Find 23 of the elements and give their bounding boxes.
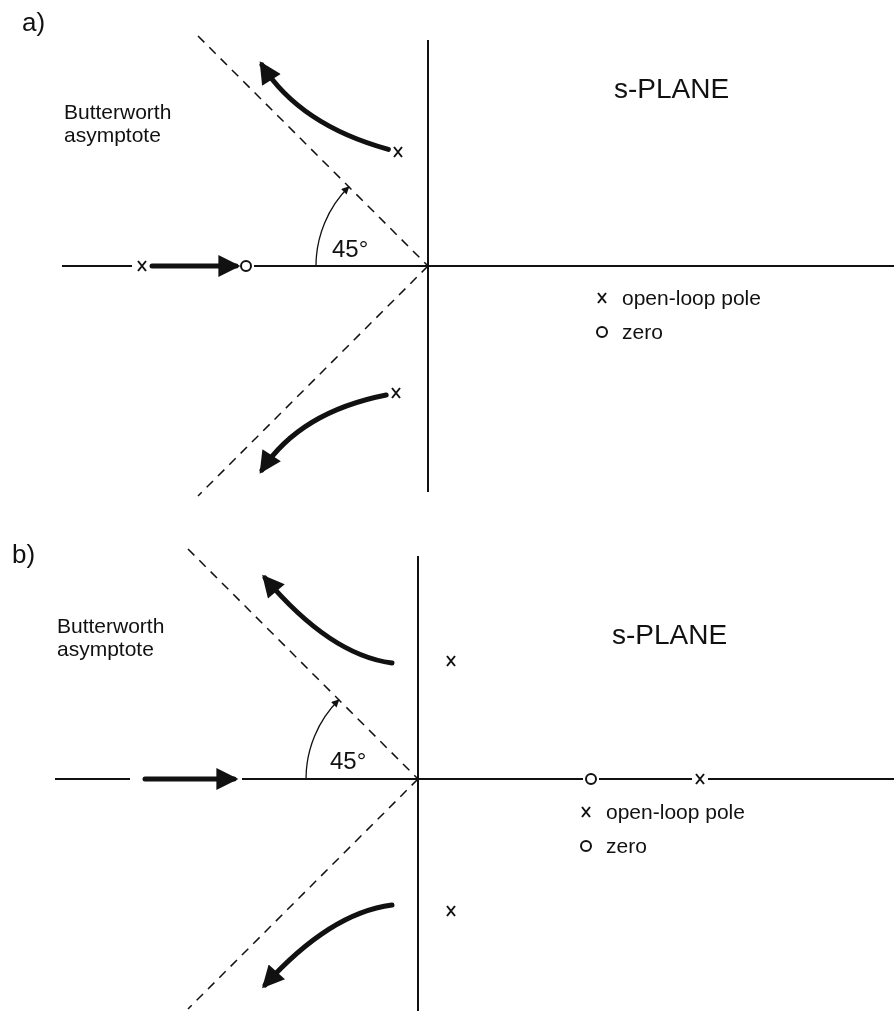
asymptote-label: Butterworth asymptote xyxy=(57,614,166,661)
zero-circle-mark xyxy=(240,260,252,272)
locus-arrow xyxy=(259,61,391,152)
panel-label: a) xyxy=(22,8,46,37)
pole-cross-mark xyxy=(393,146,403,158)
panel-label: b) xyxy=(12,540,36,569)
pole-cross-mark xyxy=(391,387,401,399)
locus-arrow xyxy=(259,392,389,474)
angle-label: 45° xyxy=(330,748,367,775)
pole-cross-mark xyxy=(446,905,456,917)
pole-cross-mark xyxy=(695,773,705,785)
plane-title: s-PLANE xyxy=(614,74,730,105)
legend-text: open-loop pole xyxy=(606,800,745,824)
legend-text: zero xyxy=(606,834,647,858)
plane-title: s-PLANE xyxy=(612,620,728,651)
pole-cross-mark xyxy=(446,655,456,667)
pole-cross-mark xyxy=(137,260,147,272)
locus-arrow xyxy=(149,255,241,277)
angle-label: 45° xyxy=(332,236,369,263)
legend-text: zero xyxy=(622,320,663,344)
asymptote-label: Butterworth asymptote xyxy=(64,100,173,147)
zero-circle-mark xyxy=(585,773,597,785)
legend-text: open-loop pole xyxy=(622,286,761,310)
